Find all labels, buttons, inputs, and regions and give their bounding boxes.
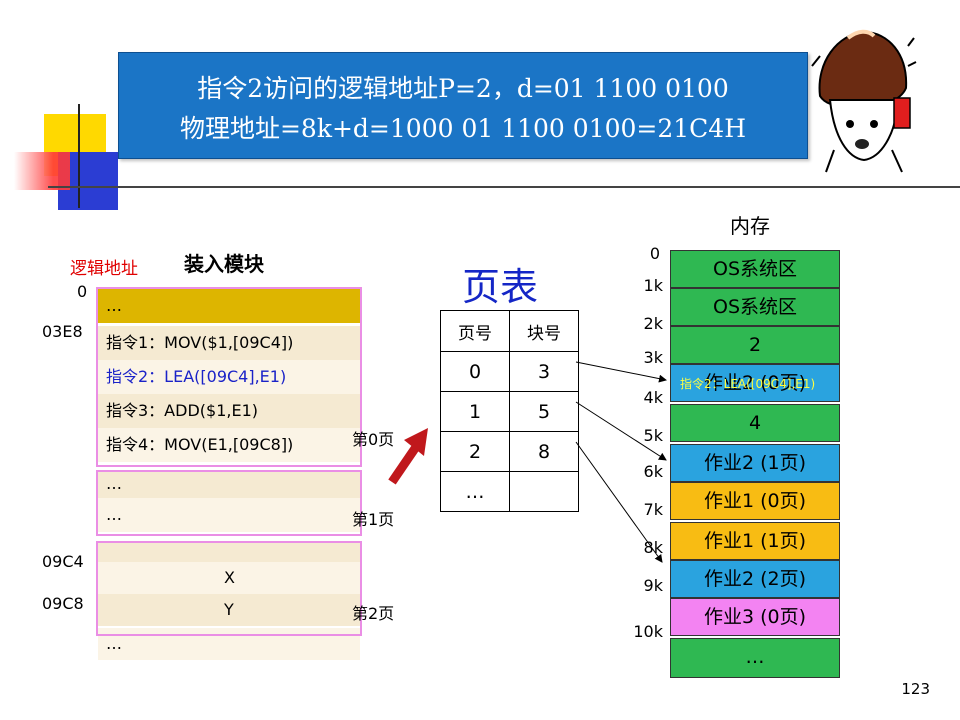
table-cell: 3	[510, 352, 579, 392]
mapping-arrows	[570, 350, 680, 580]
decor-red-square	[14, 152, 70, 190]
table-cell: 2	[441, 432, 510, 472]
decor-vertical-line	[78, 104, 80, 208]
address-09c8: 09C8	[42, 594, 84, 613]
page-0-box	[96, 287, 362, 467]
page-table-title: 页表	[462, 256, 538, 311]
address-0: 0	[77, 282, 87, 301]
banner-line-1: 指令2访问的逻辑地址P=2，d=01 1100 0100	[119, 69, 807, 105]
table-row: 0 3	[441, 352, 579, 392]
header-block-number: 块号	[510, 311, 579, 352]
table-cell: …	[441, 472, 510, 512]
decor-horizontal-line	[48, 186, 960, 188]
module-title: 装入模块	[184, 248, 264, 277]
memory-mark: 0	[630, 244, 660, 263]
table-row: 1 5	[441, 392, 579, 432]
table-cell: 0	[441, 352, 510, 392]
chestnut-mascot-icon	[808, 26, 918, 176]
table-cell	[510, 472, 579, 512]
memory-block: 作业3 (0页)	[670, 598, 840, 636]
memory-block: 4	[670, 404, 840, 442]
memory-mark: 2k	[633, 314, 663, 333]
table-cell: 1	[441, 392, 510, 432]
memory-overlay-instruction: 指令2：LEA([09C4],E1)	[680, 375, 815, 392]
address-03e8: 03E8	[42, 322, 83, 341]
banner-line-2: 物理地址=8k+d=1000 01 1100 0100=21C4H	[119, 109, 807, 145]
memory-title: 内存	[730, 210, 770, 239]
logical-address-label: 逻辑地址	[70, 254, 138, 279]
memory-block: 作业2 (2页)	[670, 560, 840, 598]
arrow-page-0	[576, 362, 666, 380]
title-banner: 指令2访问的逻辑地址P=2，d=01 1100 0100 物理地址=8k+d=1…	[118, 52, 808, 159]
table-row: …	[441, 472, 579, 512]
table-header-row: 页号 块号	[441, 311, 579, 352]
page-1-label: 第1页	[352, 506, 394, 530]
page-1-box	[96, 470, 362, 536]
memory-mark: 1k	[633, 276, 663, 295]
page-2-box	[96, 541, 362, 636]
address-09c4: 09C4	[42, 552, 84, 571]
memory-block: OS系统区	[670, 250, 840, 288]
memory-block: 作业1 (0页)	[670, 482, 840, 520]
table-row: 2 8	[441, 432, 579, 472]
memory-block: 作业2 (1页)	[670, 444, 840, 482]
arrow-page-1	[576, 402, 666, 460]
slide-number: 123	[901, 680, 930, 698]
memory-block: …	[670, 638, 840, 678]
arrow-page-2	[576, 442, 662, 562]
memory-block: OS系统区	[670, 288, 840, 326]
memory-block: 作业1 (1页)	[670, 522, 840, 560]
memory-mark: 10k	[633, 622, 663, 641]
table-cell: 8	[510, 432, 579, 472]
red-arrow-icon	[384, 420, 434, 490]
page-table: 页号 块号 0 3 1 5 2 8 …	[440, 310, 579, 512]
page-2-label: 第2页	[352, 600, 394, 624]
memory-block: 2	[670, 326, 840, 364]
header-page-number: 页号	[441, 311, 510, 352]
table-cell: 5	[510, 392, 579, 432]
